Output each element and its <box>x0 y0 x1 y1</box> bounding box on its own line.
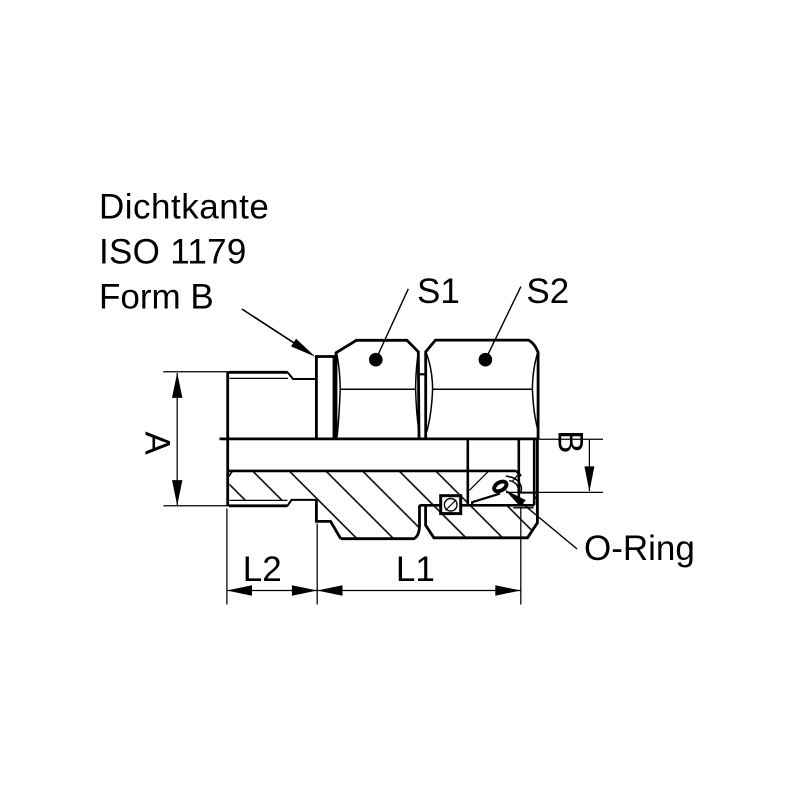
svg-text:ISO 1179: ISO 1179 <box>99 233 247 272</box>
svg-text:Form B: Form B <box>99 278 214 317</box>
svg-text:L1: L1 <box>396 550 435 589</box>
svg-text:S2: S2 <box>526 272 569 311</box>
svg-text:S1: S1 <box>417 272 460 311</box>
svg-text:O-Ring: O-Ring <box>584 529 695 568</box>
svg-text:A: A <box>138 431 177 455</box>
svg-text:L2: L2 <box>243 550 282 589</box>
svg-text:Dichtkante: Dichtkante <box>99 188 269 227</box>
svg-text:B: B <box>551 430 590 453</box>
